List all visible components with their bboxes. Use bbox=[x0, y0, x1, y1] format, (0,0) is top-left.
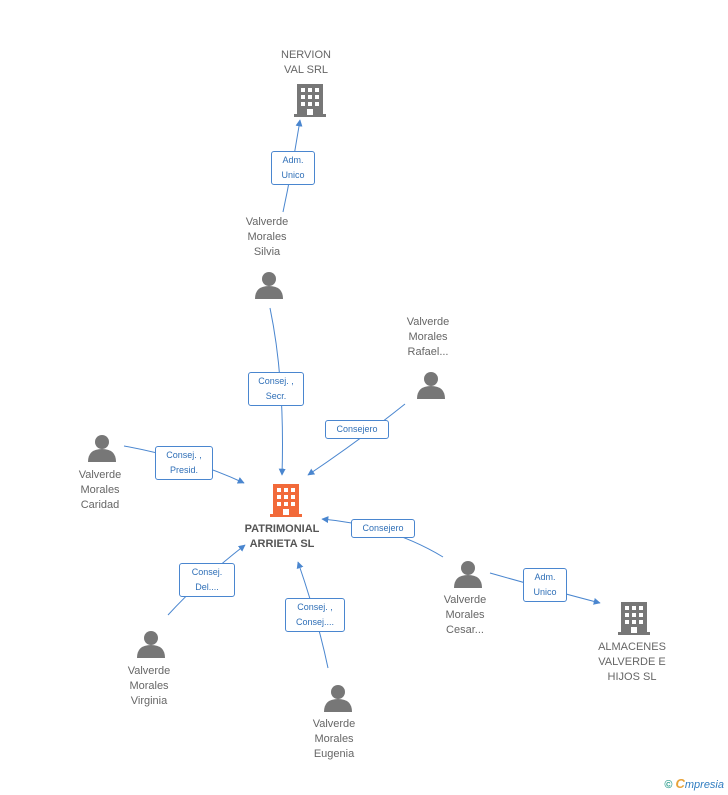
brand-footer[interactable]: © Cmpresia bbox=[664, 776, 724, 791]
node-label-eugenia[interactable]: Valverde Morales Eugenia bbox=[312, 718, 356, 760]
building-icon bbox=[618, 602, 650, 635]
node-label-main[interactable]: PATRIMONIAL ARRIETA SL bbox=[244, 523, 320, 550]
edge-rafael-main bbox=[307, 403, 406, 476]
node-label-virginia[interactable]: Valverde Morales Virginia bbox=[127, 665, 171, 707]
node-label-silvia[interactable]: Valverde Morales Silvia bbox=[245, 216, 289, 258]
edge-label-eugenia-main[interactable]: Consej. , Consej.... bbox=[285, 598, 345, 632]
brand-logo-text: mpresia bbox=[684, 779, 724, 791]
edge-label-silvia-nervion[interactable]: Adm. Unico bbox=[271, 151, 315, 185]
node-label-rafael[interactable]: Valverde Morales Rafael... bbox=[406, 316, 450, 358]
node-label-almacenes[interactable]: ALMACENES VALVERDE E HIJOS SL bbox=[598, 641, 666, 683]
building-icon bbox=[270, 484, 302, 517]
node-label-nervion[interactable]: NERVION VAL SRL bbox=[281, 49, 331, 76]
person-icon bbox=[417, 372, 445, 399]
edge-label-cesar-almacenes[interactable]: Adm. Unico bbox=[523, 568, 567, 602]
edge-label-rafael-main[interactable]: Consejero bbox=[325, 420, 389, 439]
edge-label-caridad-main[interactable]: Consej. , Presid. bbox=[155, 446, 213, 480]
person-icon bbox=[255, 272, 283, 299]
brand-logo-letter: C bbox=[675, 776, 685, 791]
person-icon bbox=[137, 631, 165, 658]
edge-label-silvia-main[interactable]: Consej. , Secr. bbox=[248, 372, 304, 406]
node-label-cesar[interactable]: Valverde Morales Cesar... bbox=[443, 594, 487, 636]
building-icon bbox=[294, 84, 326, 117]
copyright-icon: © bbox=[664, 779, 673, 791]
edge-label-cesar-main[interactable]: Consejero bbox=[351, 519, 415, 538]
person-icon bbox=[88, 435, 116, 462]
person-icon bbox=[454, 561, 482, 588]
person-icon bbox=[324, 685, 352, 712]
edge-label-virginia-main[interactable]: Consej. Del.... bbox=[179, 563, 235, 597]
node-label-caridad[interactable]: Valverde Morales Caridad bbox=[78, 469, 122, 511]
